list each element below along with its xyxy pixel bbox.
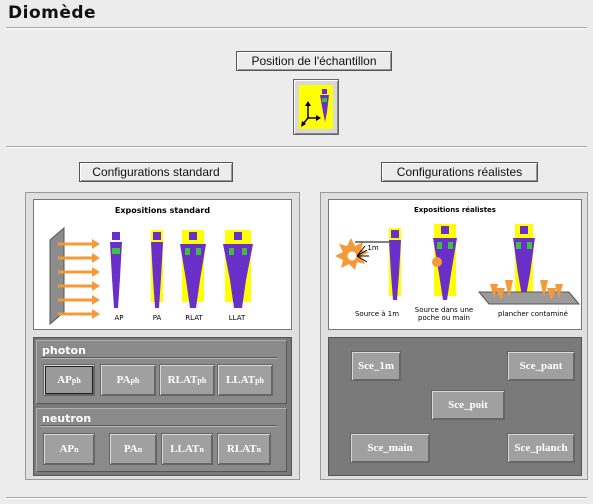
caption-rlat: RLAT (185, 314, 203, 322)
position-label: Position de l'échantillon (236, 51, 392, 71)
ap-photon-sub: ph (71, 375, 81, 385)
section-divider (6, 146, 587, 148)
llat-neutron-sub: n (199, 444, 204, 454)
rlat-neutron-label: RLAT (226, 443, 257, 455)
realistic-exposure-drawing (335, 224, 581, 305)
realistic-exposure-image: Expositions réalistes 1m Sourc (328, 199, 582, 330)
caption-pa: PA (152, 314, 162, 322)
sample-position-icon (299, 85, 333, 129)
caption-contaminated-floor: plancher contaminé (498, 310, 568, 318)
rlat-neutron-sub: n (256, 444, 262, 454)
photon-label: photon (42, 344, 86, 357)
pa-photon-sub: ph (130, 375, 140, 385)
photon-divider (41, 357, 277, 359)
app-title: Diomède (8, 3, 97, 23)
realistic-config-label: Configurations réalistes (381, 162, 538, 182)
pa-neutron-sub: n (137, 444, 143, 454)
sce-pant-button[interactable]: Sce_pant (507, 351, 575, 381)
llat-neutron-label: LLAT (170, 443, 200, 455)
caption-source-1m: Source à 1m (354, 310, 400, 318)
pa-neutron-label: PA (123, 443, 138, 455)
caption-ap: AP (114, 314, 124, 322)
neutron-label: neutron (42, 412, 92, 425)
sce-1m-button[interactable]: Sce_1m (351, 351, 401, 381)
rlat-photon-label: RLAT (167, 374, 198, 386)
standard-config-label: Configurations standard (79, 162, 233, 182)
ap-neutron-sub: n (74, 444, 79, 454)
ap-neutron-label: AP (59, 443, 75, 455)
caption-source-pocket: Source dans une poche ou main (414, 306, 474, 322)
rlat-photon-sub: ph (197, 375, 207, 385)
title-divider (6, 27, 587, 29)
standard-image-title: Expositions standard (114, 206, 211, 215)
bottom-divider (6, 497, 587, 499)
standard-exposure-drawing (49, 226, 253, 326)
llat-photon-label: LLAT (225, 374, 256, 386)
standard-exposure-image: Expositions standard AP (33, 199, 292, 330)
sce-poit-button[interactable]: Sce_poit (431, 390, 505, 420)
pa-photon-label: PA (116, 374, 131, 386)
sce-planch-button[interactable]: Sce_planch (507, 433, 575, 463)
neutron-divider (41, 425, 277, 427)
sample-position-button[interactable] (293, 79, 339, 135)
caption-llat: LLAT (228, 314, 246, 322)
llat-photon-sub: ph (255, 375, 265, 385)
sce-main-button[interactable]: Sce_main (350, 433, 430, 463)
ap-photon-label: AP (57, 374, 72, 386)
distance-label: 1m (367, 244, 379, 252)
realistic-image-title: Expositions réalistes (414, 206, 496, 214)
